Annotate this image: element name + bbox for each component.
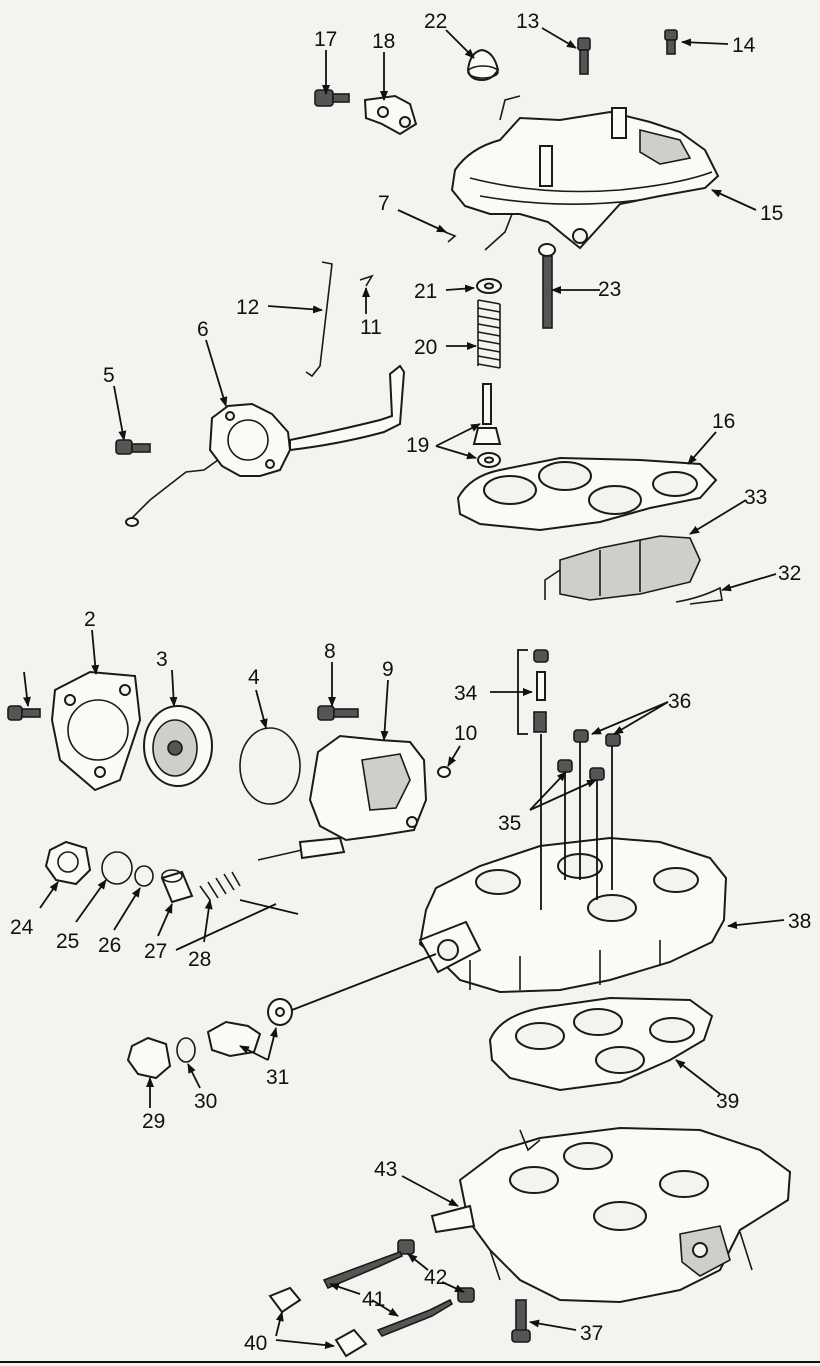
part-37-screw [511, 1299, 531, 1343]
part-36-jets [573, 729, 621, 747]
part-25-gasket [101, 851, 133, 885]
part-21-washer [476, 278, 502, 294]
part-22-cap [466, 48, 500, 82]
label-24: 24 [10, 916, 34, 939]
part-29-plug [126, 1036, 172, 1080]
label-20: 20 [414, 336, 437, 359]
part-2-cover-plate [50, 670, 142, 792]
label-19: 19 [406, 434, 429, 457]
label-9: 9 [382, 658, 394, 681]
part-41-mixture-screws [322, 1251, 454, 1337]
part-40-limiter-caps [268, 1286, 368, 1358]
label-28: 28 [188, 948, 211, 971]
part-3-coil-housing [143, 705, 213, 787]
label-10: 10 [454, 722, 477, 745]
label-23: 23 [598, 278, 621, 301]
part-screw-left [7, 705, 41, 721]
label-29: 29 [142, 1110, 165, 1133]
part-33-float [544, 535, 701, 601]
part-4-gasket-ring [239, 727, 301, 805]
part-28-spring [199, 871, 241, 901]
part-6-choke-housing [125, 364, 406, 527]
label-33: 33 [744, 486, 767, 509]
label-25: 25 [56, 930, 79, 953]
label-39: 39 [716, 1090, 739, 1113]
label-26: 26 [98, 934, 121, 957]
part-7-clip [444, 231, 457, 243]
label-21: 21 [414, 280, 437, 303]
part-14-screw [664, 29, 678, 55]
part-13-screw [577, 37, 591, 75]
label-32: 32 [778, 562, 801, 585]
part-31-inlet-fitting [206, 998, 293, 1058]
part-20-spring [477, 299, 501, 369]
label-36: 36 [668, 690, 691, 713]
label-43: 43 [374, 1158, 397, 1181]
label-42: 42 [424, 1266, 447, 1289]
label-3: 3 [156, 648, 168, 671]
label-35: 35 [498, 812, 521, 835]
part-23-rod [538, 243, 556, 329]
part-17-screw [314, 89, 350, 107]
part-10-nut [437, 766, 451, 778]
part-26-washer [134, 865, 154, 887]
callout-labels: 22 13 14 17 18 15 7 21 23 12 11 20 6 5 1… [10, 10, 811, 1355]
label-4: 4 [248, 666, 260, 689]
label-13: 13 [516, 10, 539, 33]
label-8: 8 [324, 640, 336, 663]
label-40: 40 [244, 1332, 267, 1355]
label-14: 14 [732, 34, 756, 57]
label-12: 12 [236, 296, 259, 319]
part-32-hinge-pin [675, 586, 723, 605]
part-8-screw [317, 705, 359, 721]
part-11-clip [359, 274, 374, 287]
label-38: 38 [788, 910, 811, 933]
label-27: 27 [144, 940, 167, 963]
label-17: 17 [314, 28, 337, 51]
label-11: 11 [360, 316, 382, 339]
label-30: 30 [194, 1090, 217, 1113]
part-16-gasket [456, 456, 718, 532]
label-31: 31 [266, 1066, 289, 1089]
part-9-choke-assembly [257, 734, 428, 861]
part-27-filter [160, 869, 194, 904]
label-6: 6 [197, 318, 209, 341]
label-5: 5 [103, 364, 115, 387]
label-18: 18 [372, 30, 395, 53]
part-39-base-gasket [488, 996, 714, 1092]
part-5-screw [115, 439, 151, 455]
part-43-throttle-body [430, 1126, 792, 1304]
label-34: 34 [454, 682, 478, 705]
label-7: 7 [378, 192, 390, 215]
part-38-main-body [418, 836, 728, 994]
part-12-link-rod [305, 261, 333, 378]
part-19-plunger [472, 383, 502, 468]
part-30-gasket [176, 1037, 196, 1063]
label-37: 37 [580, 1322, 603, 1345]
label-16: 16 [712, 410, 735, 433]
label-41: 41 [362, 1288, 385, 1311]
label-22: 22 [424, 10, 447, 33]
label-2: 2 [84, 608, 96, 631]
part-34-needle-seat [533, 649, 549, 733]
label-15: 15 [760, 202, 783, 225]
part-15-air-horn [450, 95, 720, 251]
leader-lines [22, 27, 785, 1350]
part-24-plug [44, 840, 92, 886]
part-18-bracket [363, 94, 418, 136]
